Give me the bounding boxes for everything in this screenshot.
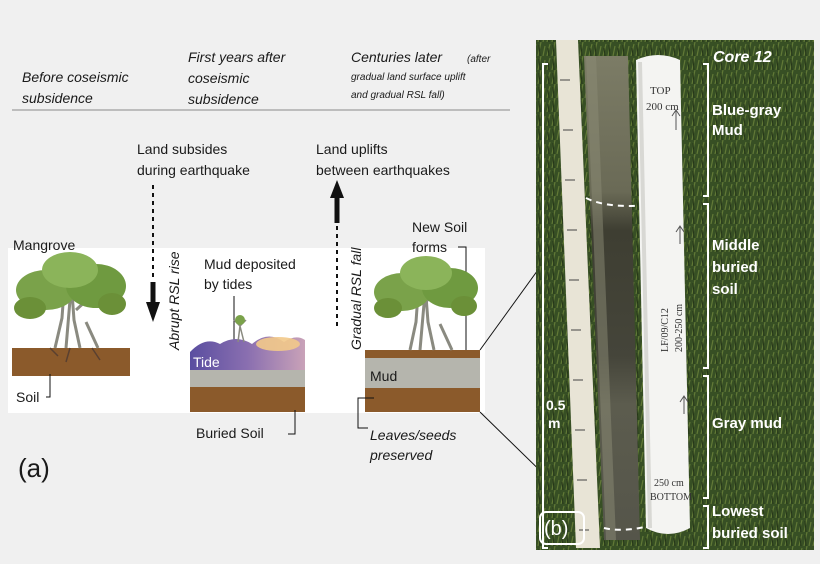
mud-layer-3 <box>365 358 480 388</box>
uplift-arrow-head <box>330 180 344 198</box>
pipe-text-top: TOP 200 cm <box>646 85 679 113</box>
mangrove-tree-1-icon <box>14 252 126 363</box>
unit-gray-mud: Gray mud <box>712 415 782 432</box>
header-centuries-paren-1: (after <box>467 54 491 65</box>
unit-brackets <box>703 63 709 549</box>
unit-blue-gray-mud: Blue-gray Mud <box>712 102 785 139</box>
soil-leader <box>46 374 51 398</box>
uplift-arrow-shaft <box>334 197 340 223</box>
mud-layer-2 <box>190 370 305 387</box>
soil-label: Soil <box>16 389 39 405</box>
mangrove-tree-2-icon <box>374 256 478 351</box>
land-uplifts-label: Land uplifts between earthquakes <box>316 141 450 178</box>
tide-label: Tide <box>193 354 220 370</box>
buried-soil-label: Buried Soil <box>196 425 264 441</box>
mangrove-label: Mangrove <box>13 237 75 253</box>
leaves-seeds-label: Leaves/seeds preserved <box>369 427 460 463</box>
subside-arrow-head <box>146 302 160 322</box>
unit-lowest-buried-soil: Lowest buried soil <box>712 503 788 542</box>
pipe-shadow <box>638 61 652 529</box>
panel-b-label-box <box>539 511 585 545</box>
header-first-years: First years after coseismic subsidence <box>188 49 289 107</box>
leaves-seeds-leader <box>357 397 374 429</box>
header-centuries: Centuries later <box>351 49 443 65</box>
measuring-tape <box>556 40 600 548</box>
tide-sunlight <box>256 337 300 351</box>
pipe-text-bottom: 250 cm BOTTOM <box>650 478 692 503</box>
unit-middle-buried-soil: Middle buried soil <box>712 237 764 298</box>
scale-bracket <box>542 63 548 549</box>
sapling-leaves-icon <box>235 315 245 325</box>
soil-layer-1 <box>12 348 130 376</box>
buried-soil-layer <box>190 387 305 412</box>
scale-label: 0.5 m <box>546 397 569 431</box>
header-centuries-paren-3: and gradual RSL fall) <box>351 90 445 101</box>
core-title: Core 12 <box>713 49 772 66</box>
pipe-arrow-up-2-icon <box>675 225 685 244</box>
land-subsides-label: Land subsides during earthquake <box>137 141 250 178</box>
pipe-arrow-up-3-icon <box>679 395 689 414</box>
panel-b: TOP 200 cm LF/09/C12 200-250 cm 250 cm B… <box>536 40 814 550</box>
panel-b-label: (b) <box>544 518 568 540</box>
subside-arrow-shaft <box>150 282 156 304</box>
pipe-arrow-up-1-icon <box>671 109 681 130</box>
small-sapling-icon <box>233 319 247 343</box>
header-centuries-paren-2: gradual land surface uplift <box>351 72 467 83</box>
header-before: Before coseismic subsidence <box>22 69 132 106</box>
pipe-text-mid: LF/09/C12 200-250 cm <box>660 304 685 352</box>
mud-label: Mud <box>370 368 397 384</box>
mud-deposited-label: Mud deposited by tides <box>204 256 300 292</box>
panel-a-label: (a) <box>18 453 50 483</box>
buried-soil-leader <box>288 410 296 435</box>
core-highlight <box>586 56 616 540</box>
panel-a: Before coseismic subsidence First years … <box>8 49 599 528</box>
new-soil-label: New Soil forms <box>412 219 471 255</box>
new-soil-layer <box>365 350 480 358</box>
buried-soil-layer-3 <box>365 388 480 412</box>
abrupt-rsl-label: Abrupt RSL rise <box>166 251 182 351</box>
gradual-rsl-label: Gradual RSL fall <box>348 247 364 350</box>
